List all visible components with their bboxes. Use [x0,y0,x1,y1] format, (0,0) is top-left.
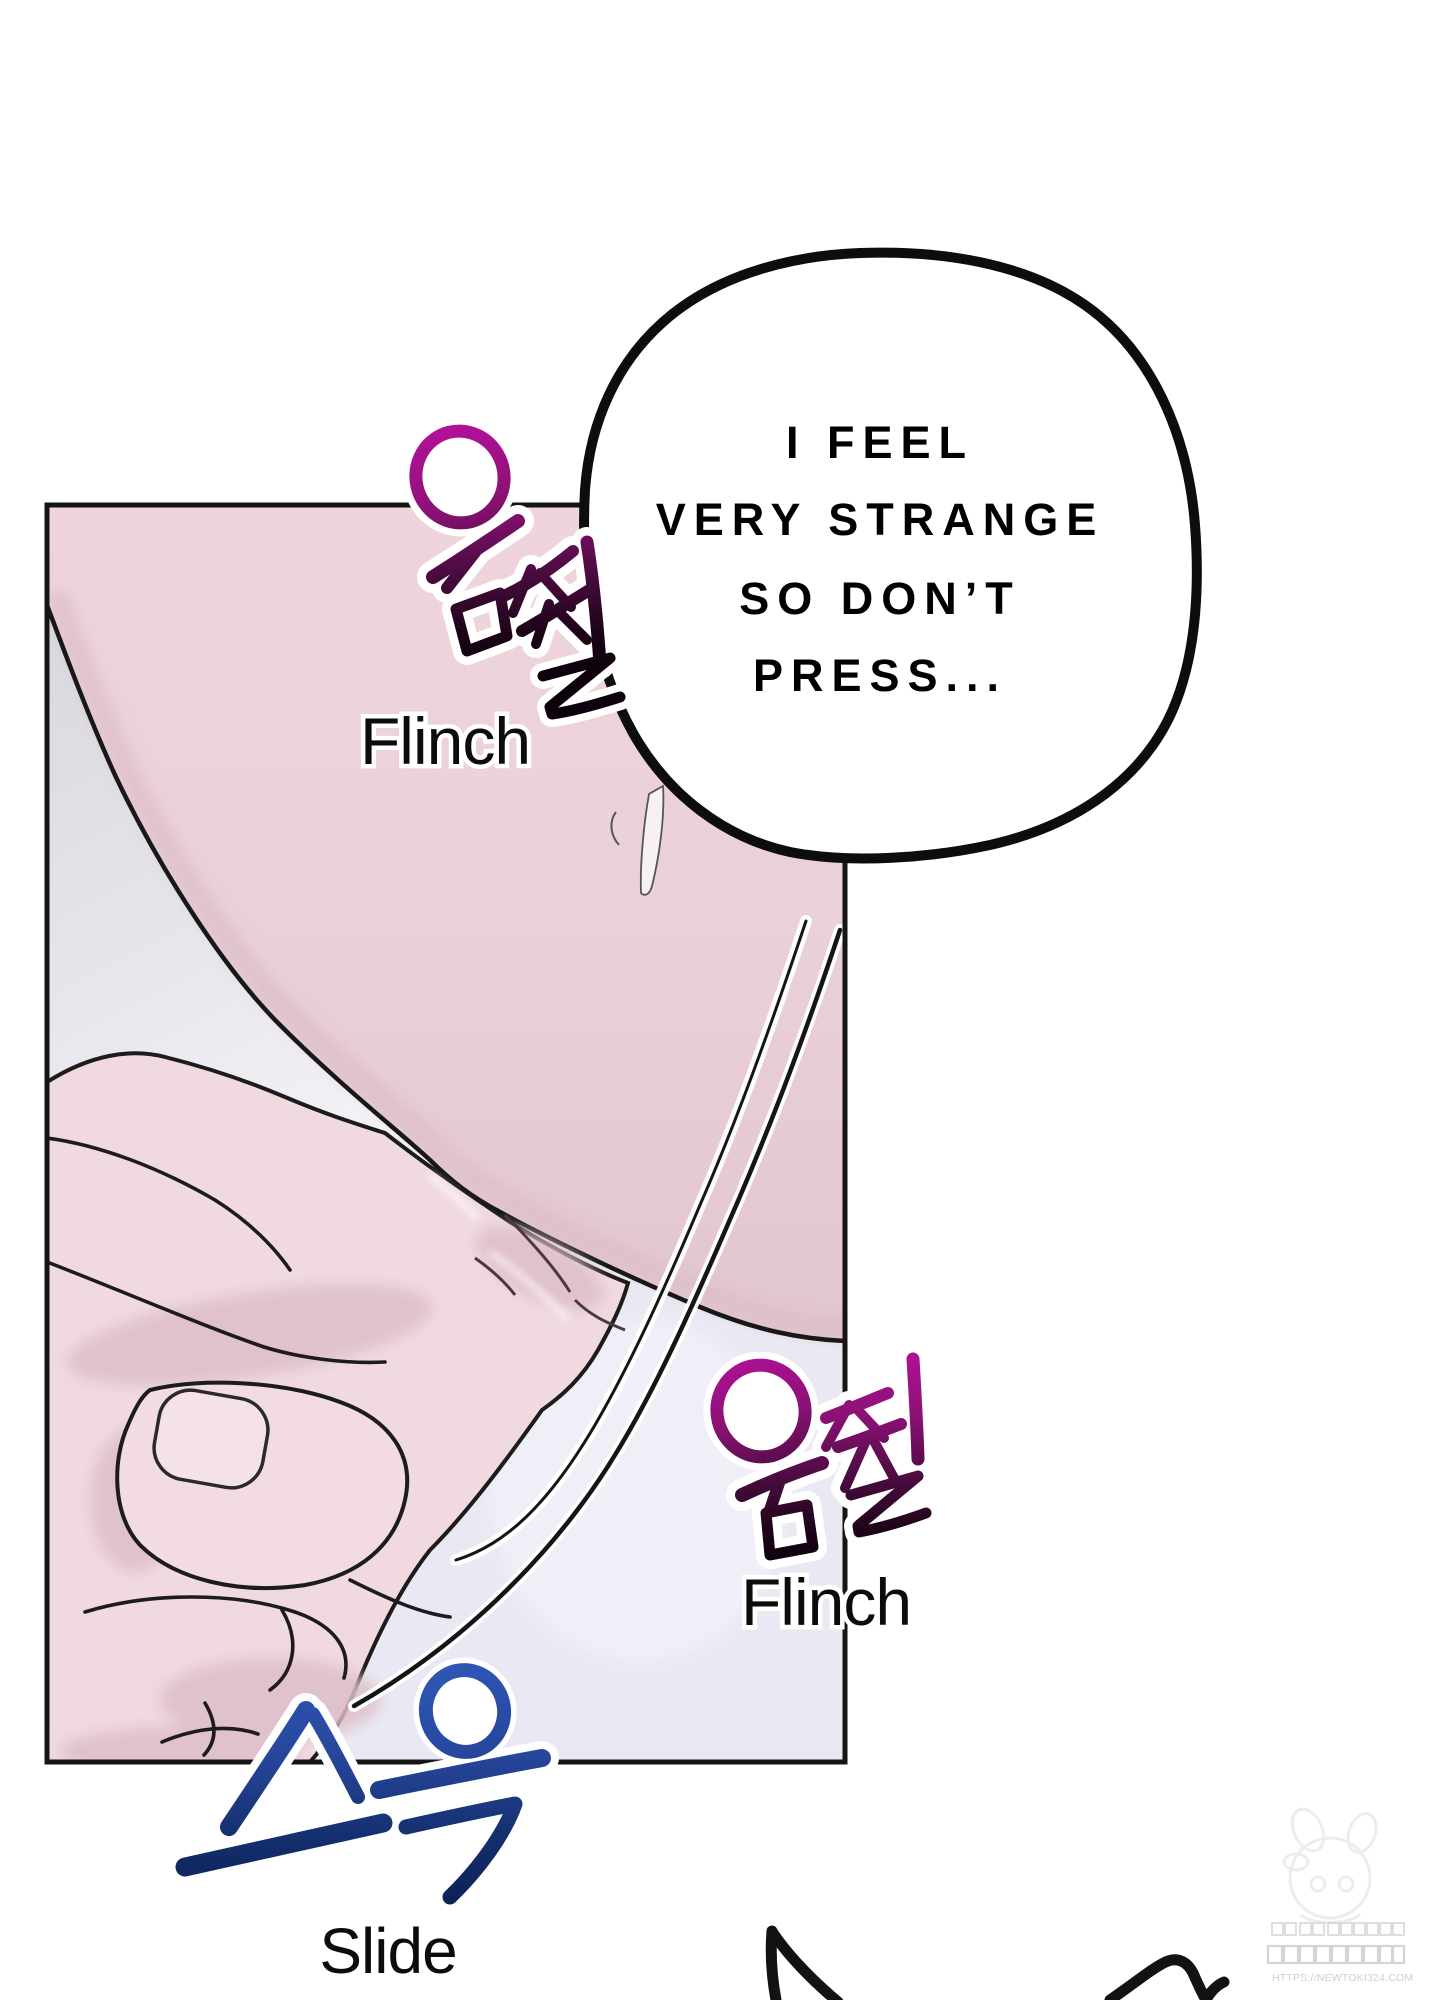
svg-text:VERY STRANGE: VERY STRANGE [656,494,1105,545]
svg-text:Flinch: Flinch [741,1565,911,1639]
svg-text:SO DON’T: SO DON’T [739,573,1021,624]
svg-text:PRESS...: PRESS... [753,650,1007,701]
svg-text:HTTPS://NEWTOKI324.COM: HTTPS://NEWTOKI324.COM [1272,1972,1413,1984]
svg-text:Slide: Slide [319,1915,456,1987]
svg-text:Flinch: Flinch [360,704,530,778]
svg-text:I FEEL: I FEEL [786,417,974,468]
